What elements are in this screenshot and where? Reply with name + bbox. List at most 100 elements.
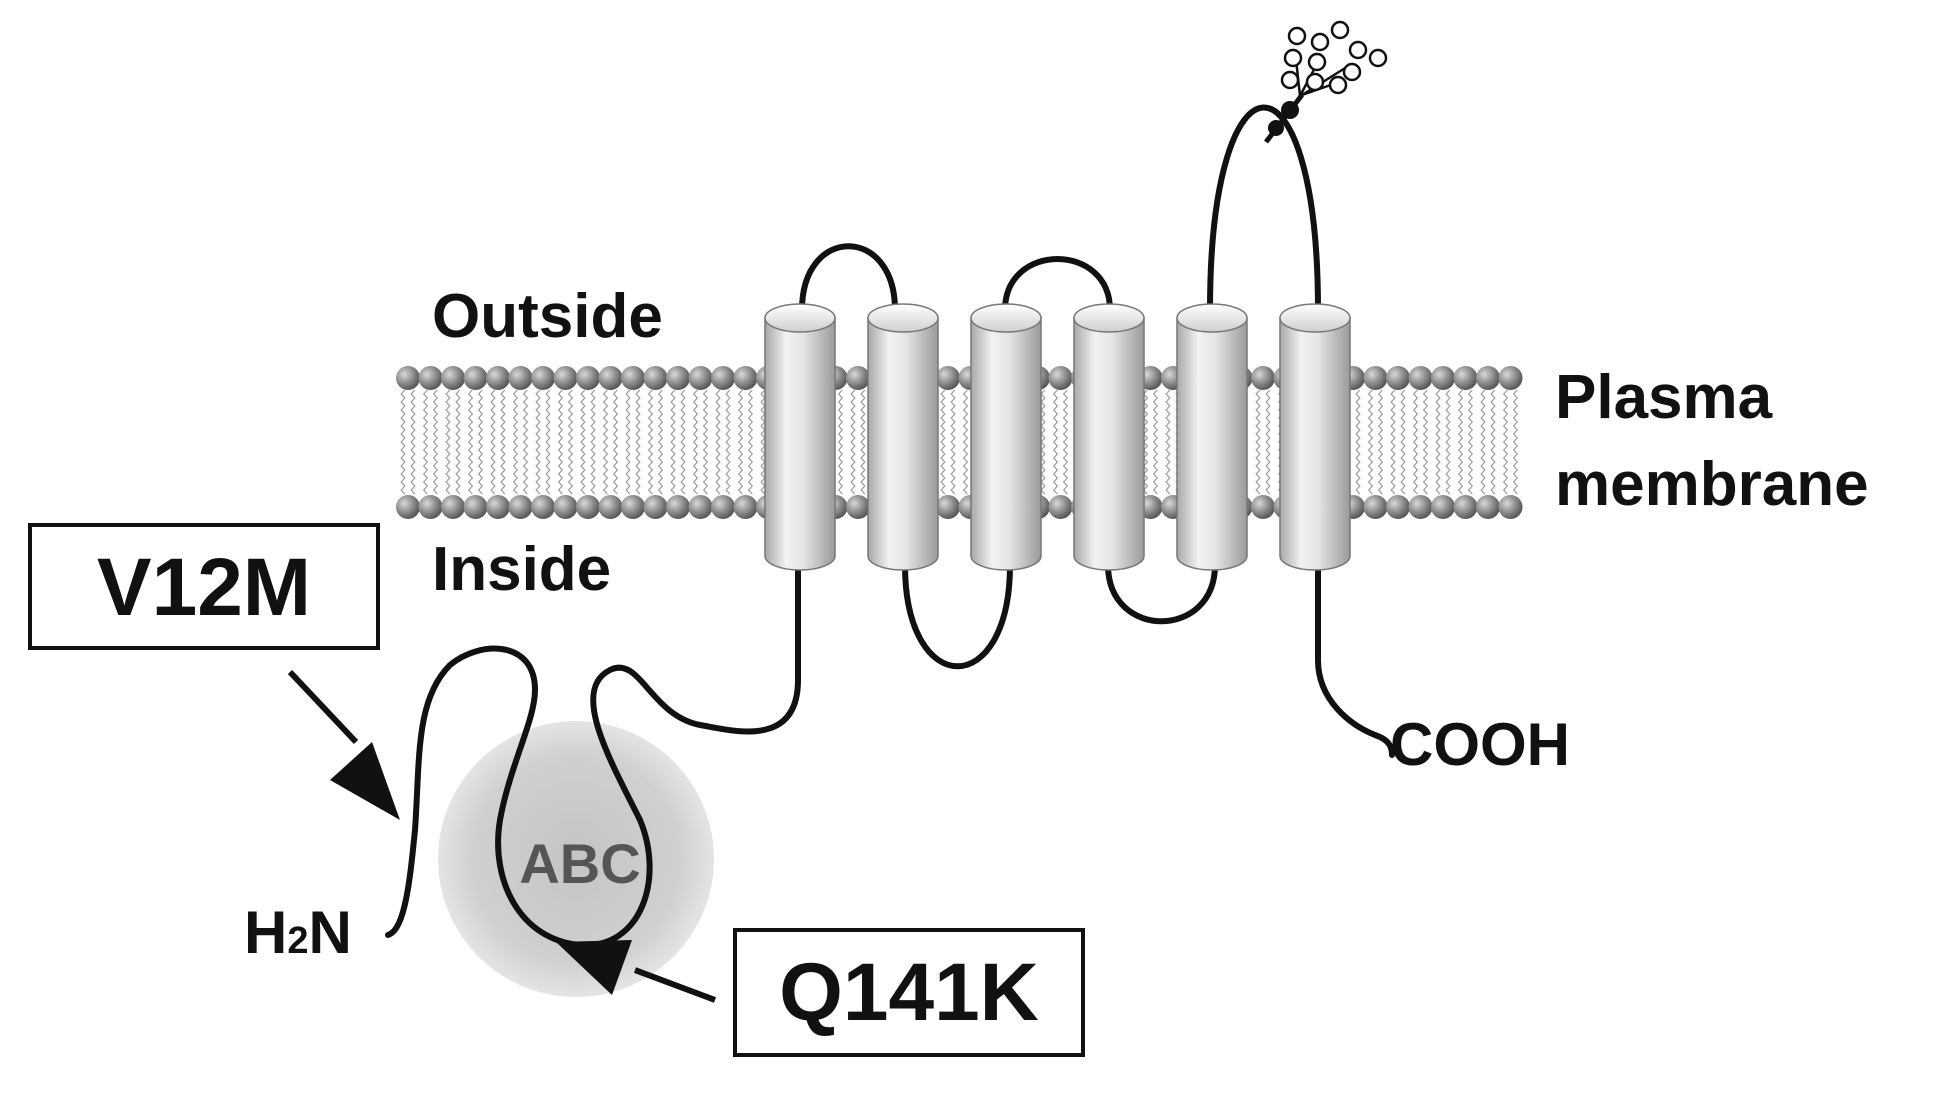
h2n-subscript: 2 (287, 920, 308, 962)
lipid-head (463, 366, 488, 390)
lipid-head (666, 495, 690, 519)
lipid-head (1251, 495, 1275, 519)
lipid-tail (1502, 389, 1509, 495)
lipid-head (1251, 366, 1275, 390)
extracellular-loop-3 (1207, 104, 1321, 313)
lipid-tail (1265, 389, 1271, 495)
membrane-label: membrane (1555, 450, 1869, 519)
lipid-head (418, 495, 443, 519)
lipid-tail (545, 389, 551, 495)
lipid-head (441, 366, 465, 390)
lipid-head (396, 366, 420, 390)
lipid-head (1476, 366, 1500, 390)
sugar-core-2 (1281, 101, 1299, 119)
lipid-head (621, 495, 645, 519)
lipid-tail (612, 389, 619, 495)
lipid-head (936, 495, 960, 519)
lipid-tail (1467, 389, 1474, 495)
mutation-v12m-box (28, 523, 380, 650)
lipid-tail (1435, 389, 1441, 495)
lipid-tail (962, 389, 969, 495)
lipid-head (418, 366, 443, 390)
lipid-bilayer (396, 366, 1523, 519)
glycosylation-tree (1264, 20, 1388, 144)
lipid-tail (602, 389, 609, 495)
lipid-tail (1152, 389, 1159, 495)
helix-cap (1176, 303, 1248, 333)
lipid-head (508, 366, 533, 390)
lipid-tail (467, 389, 474, 495)
mutation-q141k-box (733, 928, 1085, 1057)
lipid-head (531, 366, 555, 390)
lipid-tail (635, 389, 641, 495)
lipid-head (666, 366, 690, 390)
lipid-tail (490, 389, 496, 495)
lipid-tail (680, 389, 686, 495)
lipid-head (846, 366, 870, 390)
mutation-q141k: Q141K (556, 928, 1085, 1057)
mutation-v12m-arrow-shaft (287, 669, 359, 745)
lipid-head (1453, 495, 1478, 519)
lipid-tail (1480, 389, 1486, 495)
lipid-tail (940, 389, 946, 495)
lipid-head (486, 495, 510, 519)
lipid-tail (445, 389, 451, 495)
helix-cap (1279, 303, 1351, 333)
helix-3 (970, 303, 1042, 571)
lipid-head (936, 366, 960, 390)
lipid-head (396, 495, 420, 519)
lipid-head (1431, 366, 1455, 390)
intracellular-loop-2 (1105, 562, 1218, 625)
plasma-label: Plasma (1555, 363, 1773, 432)
inside-label: Inside (432, 535, 611, 604)
lipid-tail (737, 389, 744, 495)
helix-body (970, 317, 1042, 571)
mutation-v12m-arrowhead (330, 742, 400, 820)
lipid-tail (590, 389, 596, 495)
helix-body (764, 317, 836, 571)
lipid-tail (950, 389, 956, 495)
lipid-head (1498, 366, 1523, 390)
lipid-tail (535, 389, 541, 495)
lipid-head (1386, 495, 1410, 519)
lipid-head (531, 495, 555, 519)
cooh-label: COOH (1390, 711, 1570, 778)
lipid-head (1476, 495, 1500, 519)
lipid-tail (1255, 389, 1261, 495)
intracellular-loop-1 (902, 562, 1013, 670)
abc-label: ABC (519, 832, 640, 895)
helix-6 (1279, 303, 1351, 571)
lipid-tail (747, 389, 754, 495)
lipid-head (643, 495, 668, 519)
lipid-tail (1165, 389, 1171, 495)
lipid-head (598, 366, 623, 390)
lipid-head (1048, 495, 1073, 519)
lipid-head (1363, 495, 1388, 519)
helix-cap (970, 303, 1042, 333)
h2n-label: H2N (244, 899, 352, 966)
lipid-tail (625, 389, 631, 495)
helix-1 (764, 303, 836, 571)
c-terminal-chain (1315, 562, 1395, 758)
lipid-head (508, 495, 533, 519)
protein-loops (385, 104, 1395, 949)
lipid-head (463, 495, 488, 519)
helix-cap (1073, 303, 1145, 333)
lipid-tail (1445, 389, 1451, 495)
extracellular-loop-1 (799, 243, 898, 313)
lipid-head (733, 366, 758, 390)
lipid-tail (422, 389, 429, 495)
lipid-head (598, 495, 623, 519)
lipid-head (441, 495, 465, 519)
lipid-tail (410, 389, 416, 495)
mutation-v12m-label: V12M (97, 542, 311, 633)
mutation-q141k-arrowhead (556, 940, 632, 995)
h2n-n: N (308, 899, 351, 966)
lipid-tail (850, 389, 856, 495)
lipid-tail (725, 389, 731, 495)
helix-cap (867, 303, 939, 333)
lipid-tail (837, 389, 844, 495)
n-terminal-chain (385, 562, 801, 949)
lipid-head (643, 366, 668, 390)
